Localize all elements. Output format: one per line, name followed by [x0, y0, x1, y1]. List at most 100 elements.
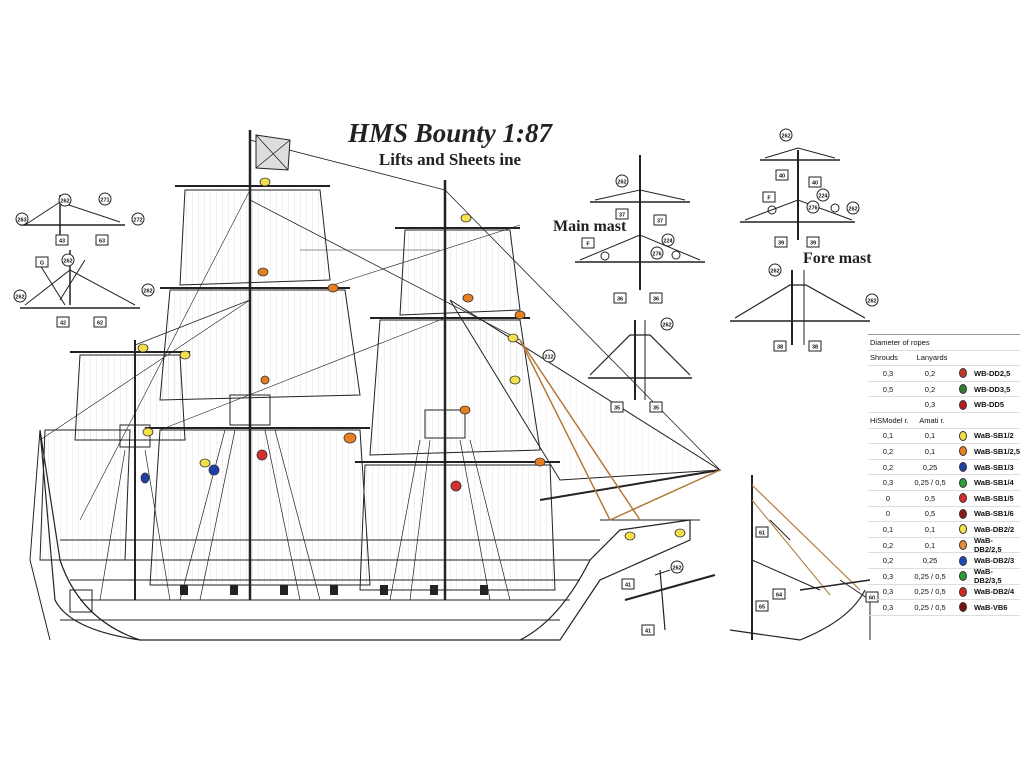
callout-number: 40 [812, 181, 818, 187]
legend-value-a: 0,3 [882, 478, 894, 488]
rope-color-swatch-icon [959, 508, 967, 519]
callout-marker: 271 [98, 192, 112, 206]
legend-swatch-cell [952, 462, 974, 473]
callout-number: 38 [777, 345, 783, 351]
callout-circle-icon [865, 293, 879, 307]
legend-code: WaB-SB1/3 [974, 462, 1014, 472]
callout-marker: 262 [13, 289, 27, 303]
callout-box-icon [621, 578, 635, 590]
legend-swatch-cell [952, 368, 974, 379]
callout-circle-icon [98, 192, 112, 206]
callout-number: 43 [59, 239, 65, 245]
callout-box-icon [610, 401, 624, 413]
callout-marker: 63 [95, 234, 109, 246]
legend-swatch-cell [952, 602, 974, 613]
legend-value-b: 0,25 / 0,5 [914, 478, 946, 488]
rope-color-swatch-icon [959, 571, 967, 582]
rope-color-swatch-icon [959, 540, 967, 551]
callout-number: 65 [759, 605, 765, 611]
callout-number: 35 [653, 406, 659, 412]
rope-color-swatch-icon [959, 602, 967, 613]
callout-marker: 262 [846, 201, 860, 215]
rope-color-swatch-icon [959, 477, 967, 488]
legend-value-a: 0,2 [882, 462, 894, 472]
callout-circle-icon [650, 246, 664, 260]
rope-color-swatch-icon [959, 399, 967, 410]
legend-code: WaB-DB2/3 [974, 556, 1015, 566]
callout-marker: 62 [93, 316, 107, 328]
callout-box-icon [808, 340, 822, 352]
callout-box-icon [56, 316, 70, 328]
legend-value-a: 0 [885, 493, 891, 503]
legend-code: WB-DD2,5 [974, 368, 1011, 378]
legend-value-a: 0,5 [882, 384, 894, 394]
legend-value-a: 0,1 [882, 431, 894, 441]
legend-swatch-cell [952, 508, 974, 519]
callout-marker: 262 [141, 283, 155, 297]
legend-value-a: 0,3 [882, 368, 894, 378]
legend-heading-row: Diameter of ropes [868, 335, 1020, 351]
callout-marker: 64 [772, 588, 786, 600]
fore-mast-label: Fore mast [803, 250, 872, 267]
callout-marker: 262 [670, 560, 684, 574]
callout-box-icon [755, 600, 769, 612]
callout-marker: 38 [773, 340, 787, 352]
callout-number: 36 [653, 297, 659, 303]
callout-box-icon [649, 401, 663, 413]
callout-number: 212 [544, 355, 553, 361]
legend-value-b: 0,3 [924, 400, 936, 410]
callout-number: 39 [778, 241, 784, 247]
ship-main-view [29, 130, 722, 641]
callout-box-icon [775, 169, 789, 181]
legend-value-b: 0,5 [924, 493, 936, 503]
callout-marker: F [581, 237, 595, 249]
bowsprit-detail [624, 569, 716, 631]
callout-number: 271 [100, 198, 109, 204]
callout-box-icon [55, 234, 69, 246]
rope-color-swatch-icon [959, 384, 967, 395]
callout-marker: 65 [755, 600, 769, 612]
callout-circle-icon [660, 317, 674, 331]
callout-number: 62 [97, 321, 103, 327]
callout-number: 40 [779, 174, 785, 180]
callout-box-icon [774, 236, 788, 248]
rope-color-swatch-icon [959, 430, 967, 441]
legend-code: WaB-DB2/4 [974, 587, 1015, 597]
callout-number: 272 [133, 218, 142, 224]
callout-marker: 262 [779, 128, 793, 142]
callout-number: 262 [770, 269, 779, 275]
callout-marker: 60 [865, 591, 879, 603]
callout-marker: 224 [661, 233, 675, 247]
callout-number: 276 [652, 252, 661, 258]
callout-box-icon [35, 256, 49, 268]
main-mast-detail [575, 155, 705, 400]
callout-marker: 40 [775, 169, 789, 181]
legend-code: WB-DD3,5 [974, 384, 1011, 394]
legend-value-b: 0,1 [924, 524, 936, 534]
callout-box-icon [641, 624, 655, 636]
callout-marker: 41 [621, 578, 635, 590]
callout-number: 262 [617, 180, 626, 186]
callout-circle-icon [661, 233, 675, 247]
callout-marker: 35 [610, 401, 624, 413]
callout-marker: 43 [55, 234, 69, 246]
legend-swatch-cell [952, 477, 974, 488]
callout-marker: 35 [649, 401, 663, 413]
callout-circle-icon [58, 193, 72, 207]
callout-number: 224 [818, 194, 828, 200]
legend-value-b: 0,2 [924, 368, 936, 378]
legend-value-a: 0,1 [882, 524, 894, 534]
callout-marker: 276 [806, 200, 820, 214]
callout-marker: 262 [58, 193, 72, 207]
